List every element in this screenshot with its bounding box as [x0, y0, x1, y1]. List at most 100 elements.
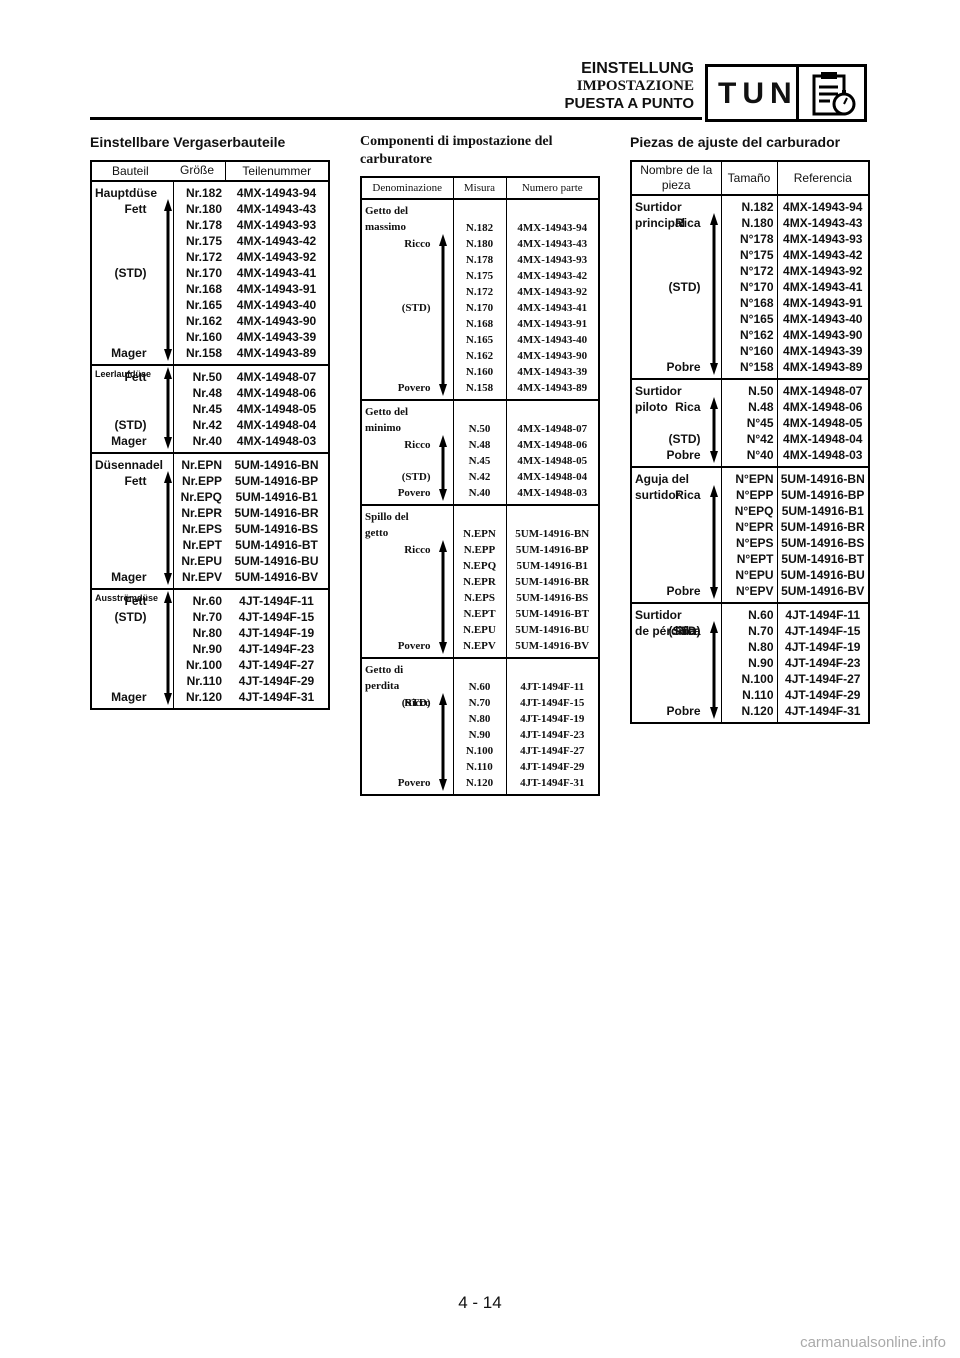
part-number: 5UM-14916-BU [234, 554, 319, 568]
rich-label: Fett [124, 474, 147, 488]
part-number: 4MX-14943-39 [783, 344, 863, 358]
section-title-es: Piezas de ajuste del carburador [630, 134, 841, 150]
size-value: Nr.120 [185, 690, 222, 704]
part-number: 5UM-14916-BP [781, 488, 865, 502]
rich-label: Fett [124, 370, 147, 384]
page-number: 4 - 14 [458, 1293, 502, 1312]
size-value: N.40 [468, 487, 491, 499]
rich-lean-arrow-icon [164, 199, 172, 361]
size-value: N°158 [740, 360, 774, 374]
part-number: 4MX-14943-41 [236, 266, 317, 280]
col-header-bauteil: Bauteil [91, 161, 226, 182]
part-number: 4MX-14943-90 [783, 328, 863, 342]
size-value: N.168 [465, 318, 494, 330]
col-header-referencia: Referencia [777, 161, 869, 196]
table-header-row: Denominazione Misura Numero parte [361, 177, 599, 200]
rich-label: Rica [675, 488, 701, 502]
part-number: 4JT-1494F-31 [785, 704, 861, 718]
rich-label: Rica [675, 216, 701, 230]
lean-label: Pobre [666, 448, 701, 462]
section-title-de: Einstellbare Vergaserbauteile [90, 134, 286, 150]
size-value: N.182 [465, 222, 494, 234]
part-number: 4JT-1494F-19 [520, 713, 585, 725]
size-value: Nr.EPV [181, 570, 222, 584]
part-number: 4MX-14943-43 [783, 216, 863, 230]
size-value: N°EPQ [734, 504, 774, 518]
part-number: 5UM-14916-BR [780, 520, 865, 534]
std-label: (STD) [401, 471, 431, 483]
tun-badge-divider [796, 67, 799, 119]
size-value: Nr.178 [185, 218, 222, 232]
part-number: 5UM-14916-BS [516, 592, 589, 604]
header-title-es: PUESTA A PUNTO [564, 95, 694, 112]
component-name: Getto del [365, 406, 409, 418]
size-value: N.158 [465, 382, 494, 394]
part-number: 4MX-14948-05 [236, 402, 317, 416]
parts-table-es: Nombre de la pieza Tamaño Referencia Sur… [630, 160, 870, 724]
size-value: Nr.168 [185, 282, 222, 296]
component-name: getto [365, 527, 389, 539]
size-value: N.182 [741, 200, 774, 214]
std-label: (STD) [401, 302, 431, 314]
size-value: N.90 [468, 729, 491, 741]
part-number: 4MX-14943-90 [236, 314, 317, 328]
part-number: 4JT-1494F-23 [520, 729, 585, 741]
size-value: N°160 [740, 344, 774, 358]
part-number: 4MX-14943-91 [517, 318, 588, 330]
part-number: 4JT-1494F-19 [785, 640, 861, 654]
part-number: 4JT-1494F-15 [520, 697, 585, 709]
std-label: (STD) [668, 432, 701, 446]
part-number: 5UM-14916-BU [515, 624, 590, 636]
part-number: 4MX-14943-39 [517, 366, 588, 378]
size-value: Nr.110 [186, 674, 222, 688]
size-value: N.EPV [463, 640, 496, 652]
part-number: 4JT-1494F-31 [520, 777, 585, 789]
rich-lean-arrow-icon [439, 693, 447, 791]
size-value: N.165 [465, 334, 494, 346]
size-value: Nr.160 [185, 330, 222, 344]
size-value: Nr.EPN [181, 458, 222, 472]
part-number: 4MX-14948-04 [236, 418, 317, 432]
component-name: Hauptdüse [95, 186, 158, 200]
size-value: Nr.EPS [181, 522, 222, 536]
lean-label: Povero [397, 487, 431, 499]
component-name: principal [635, 216, 686, 230]
size-value: N.180 [741, 216, 774, 230]
part-number: 5UM-14916-B1 [516, 560, 589, 572]
size-value: N°EPP [736, 488, 774, 502]
tun-badge-label: TUN [718, 77, 798, 110]
part-number: 4JT-1494F-29 [238, 674, 315, 688]
size-value: N.100 [465, 745, 494, 757]
size-value: N°165 [740, 312, 774, 326]
component-name: Aguja del [635, 472, 690, 486]
size-value: Nr.165 [185, 298, 222, 312]
component-name: Surtidor [635, 200, 682, 214]
size-value: Nr.48 [192, 386, 222, 400]
col-header-groesse: Größe [180, 163, 215, 177]
size-value: Nr.40 [192, 434, 222, 448]
part-number: 5UM-14916-BP [515, 544, 589, 556]
component-name: Düsennadel [95, 458, 164, 472]
size-value: N.80 [468, 713, 491, 725]
size-value: N.EPR [463, 576, 496, 588]
rich-lean-arrow-icon [164, 367, 172, 449]
size-value: Nr.100 [185, 658, 222, 672]
